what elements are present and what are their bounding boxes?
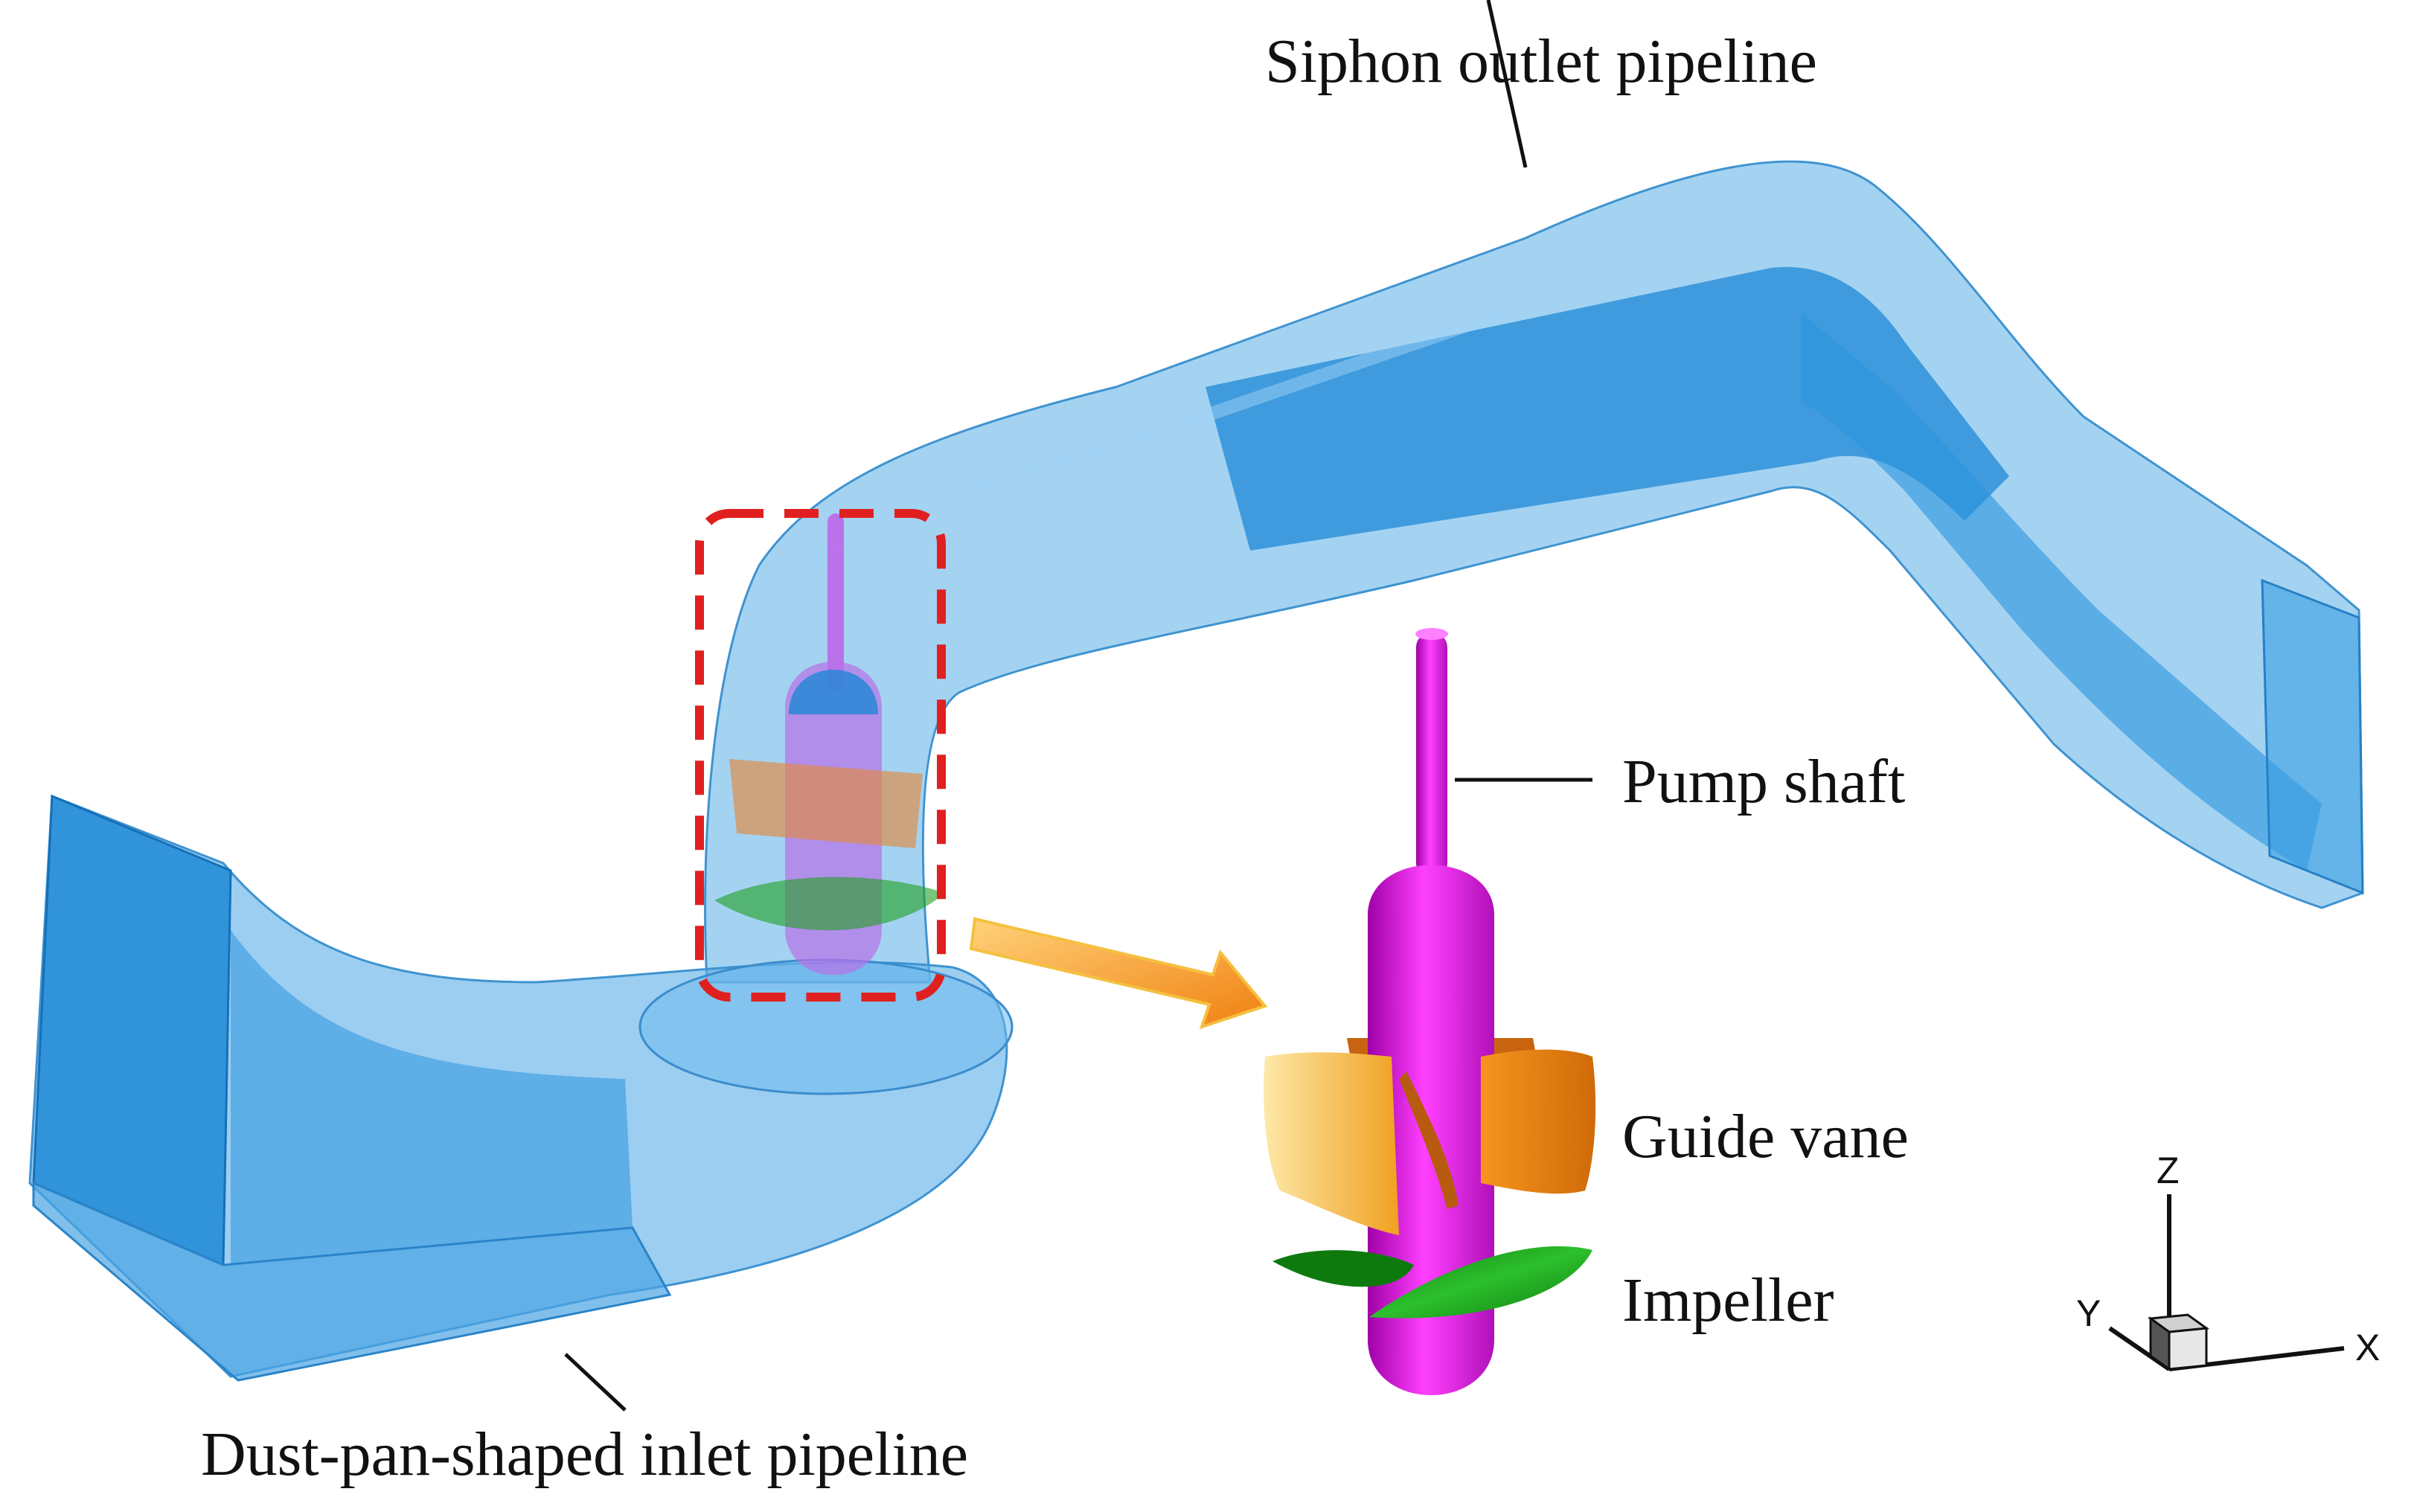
siphon-outlet-pipeline	[704, 160, 2364, 984]
pump-assembly-enlarged	[1264, 628, 1596, 1395]
axis-triad: Z X Y	[2076, 1150, 2380, 1371]
impeller-blade-left	[1272, 1250, 1414, 1287]
pump-unit-small	[714, 513, 945, 975]
small-impeller	[714, 877, 945, 931]
small-hub-top	[789, 670, 878, 714]
dust-pan-inlet-pipeline	[28, 794, 1014, 1382]
leader-outlet	[1486, 0, 1528, 168]
inlet-bottom-slab	[32, 1181, 672, 1382]
zoom-arrow	[969, 917, 1268, 1030]
guide-vane-left	[1264, 1052, 1399, 1235]
small-guide-vane	[729, 759, 923, 848]
outlet-tube-body	[704, 160, 2364, 984]
inlet-bell-ellipse	[638, 958, 1014, 1095]
axis-label-y: Y	[2076, 1292, 2101, 1334]
axis-cube-side	[2149, 1316, 2171, 1371]
small-shaft	[827, 513, 844, 692]
label-siphon-outlet: Siphon outlet pipeline	[1265, 27, 1817, 96]
label-dust-pan-inlet: Dust-pan-shaped inlet pipeline	[201, 1420, 968, 1489]
impeller-blade-right	[1369, 1246, 1592, 1319]
axis-label-x: X	[2355, 1327, 2380, 1368]
guide-vane-right	[1481, 1049, 1596, 1194]
axis-label-z: Z	[2157, 1150, 2180, 1191]
outlet-end-block	[2261, 578, 2364, 895]
label-guide-vane: Guide vane	[1622, 1102, 1909, 1171]
axis-cube-front	[2168, 1327, 2208, 1371]
leader-inlet	[564, 1353, 627, 1412]
guide-vane-center	[1399, 1071, 1459, 1209]
inlet-floor	[231, 930, 633, 1265]
pump-shaft	[1416, 632, 1447, 878]
pump-shaft-tip	[1415, 628, 1448, 640]
highlight-box	[695, 509, 946, 1002]
label-pump-shaft: Pump shaft	[1622, 747, 1905, 816]
outlet-descend-band	[1801, 313, 2322, 871]
inlet-front-face	[32, 794, 232, 1267]
label-impeller: Impeller	[1622, 1266, 1834, 1335]
